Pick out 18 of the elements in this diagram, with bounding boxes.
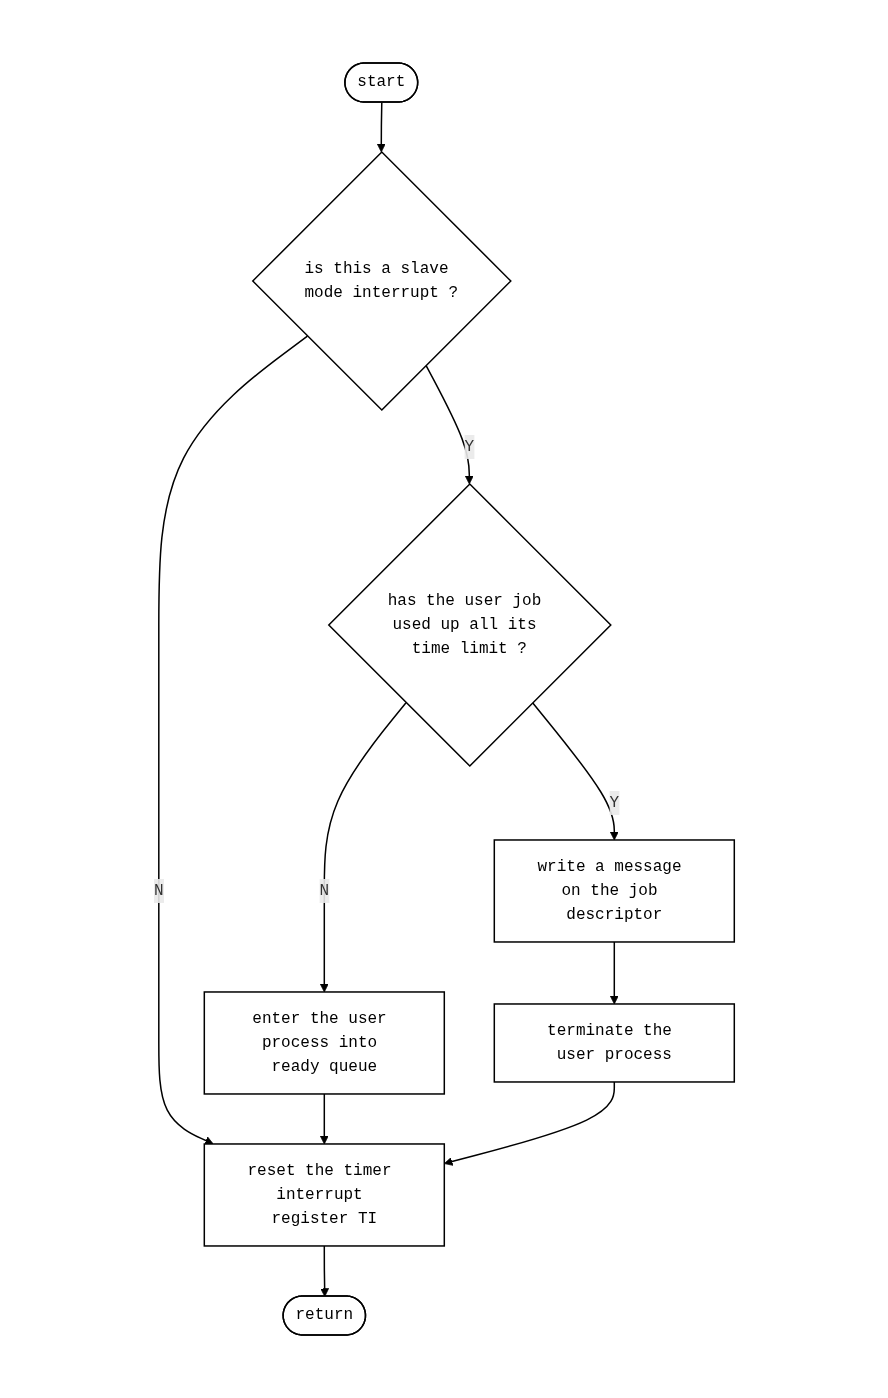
- node-box: terminate the user process: [493, 1003, 735, 1083]
- arrow: [319, 701, 407, 993]
- edge-label: Y: [609, 794, 619, 812]
- node-box: reset the timer interrupt register TI: [203, 1143, 445, 1247]
- node-diamond: has the user job used up all its time limit ?: [327, 482, 612, 768]
- arrow: [376, 101, 386, 153]
- arrow: [157, 335, 308, 1145]
- edge-label: Y: [464, 438, 474, 457]
- arrow: [425, 364, 474, 485]
- edge-label: N: [319, 882, 329, 900]
- arrow: [609, 941, 619, 1005]
- edge-label: N: [153, 882, 164, 900]
- arrow: [531, 701, 619, 841]
- node-box: enter the user process into ready queue: [203, 991, 445, 1095]
- node-diamond: is this a slave mode interrupt ?: [251, 150, 512, 412]
- node-box: write a message on the job descriptor: [493, 839, 735, 943]
- arrow: [319, 1093, 329, 1145]
- arrow: [320, 1245, 329, 1297]
